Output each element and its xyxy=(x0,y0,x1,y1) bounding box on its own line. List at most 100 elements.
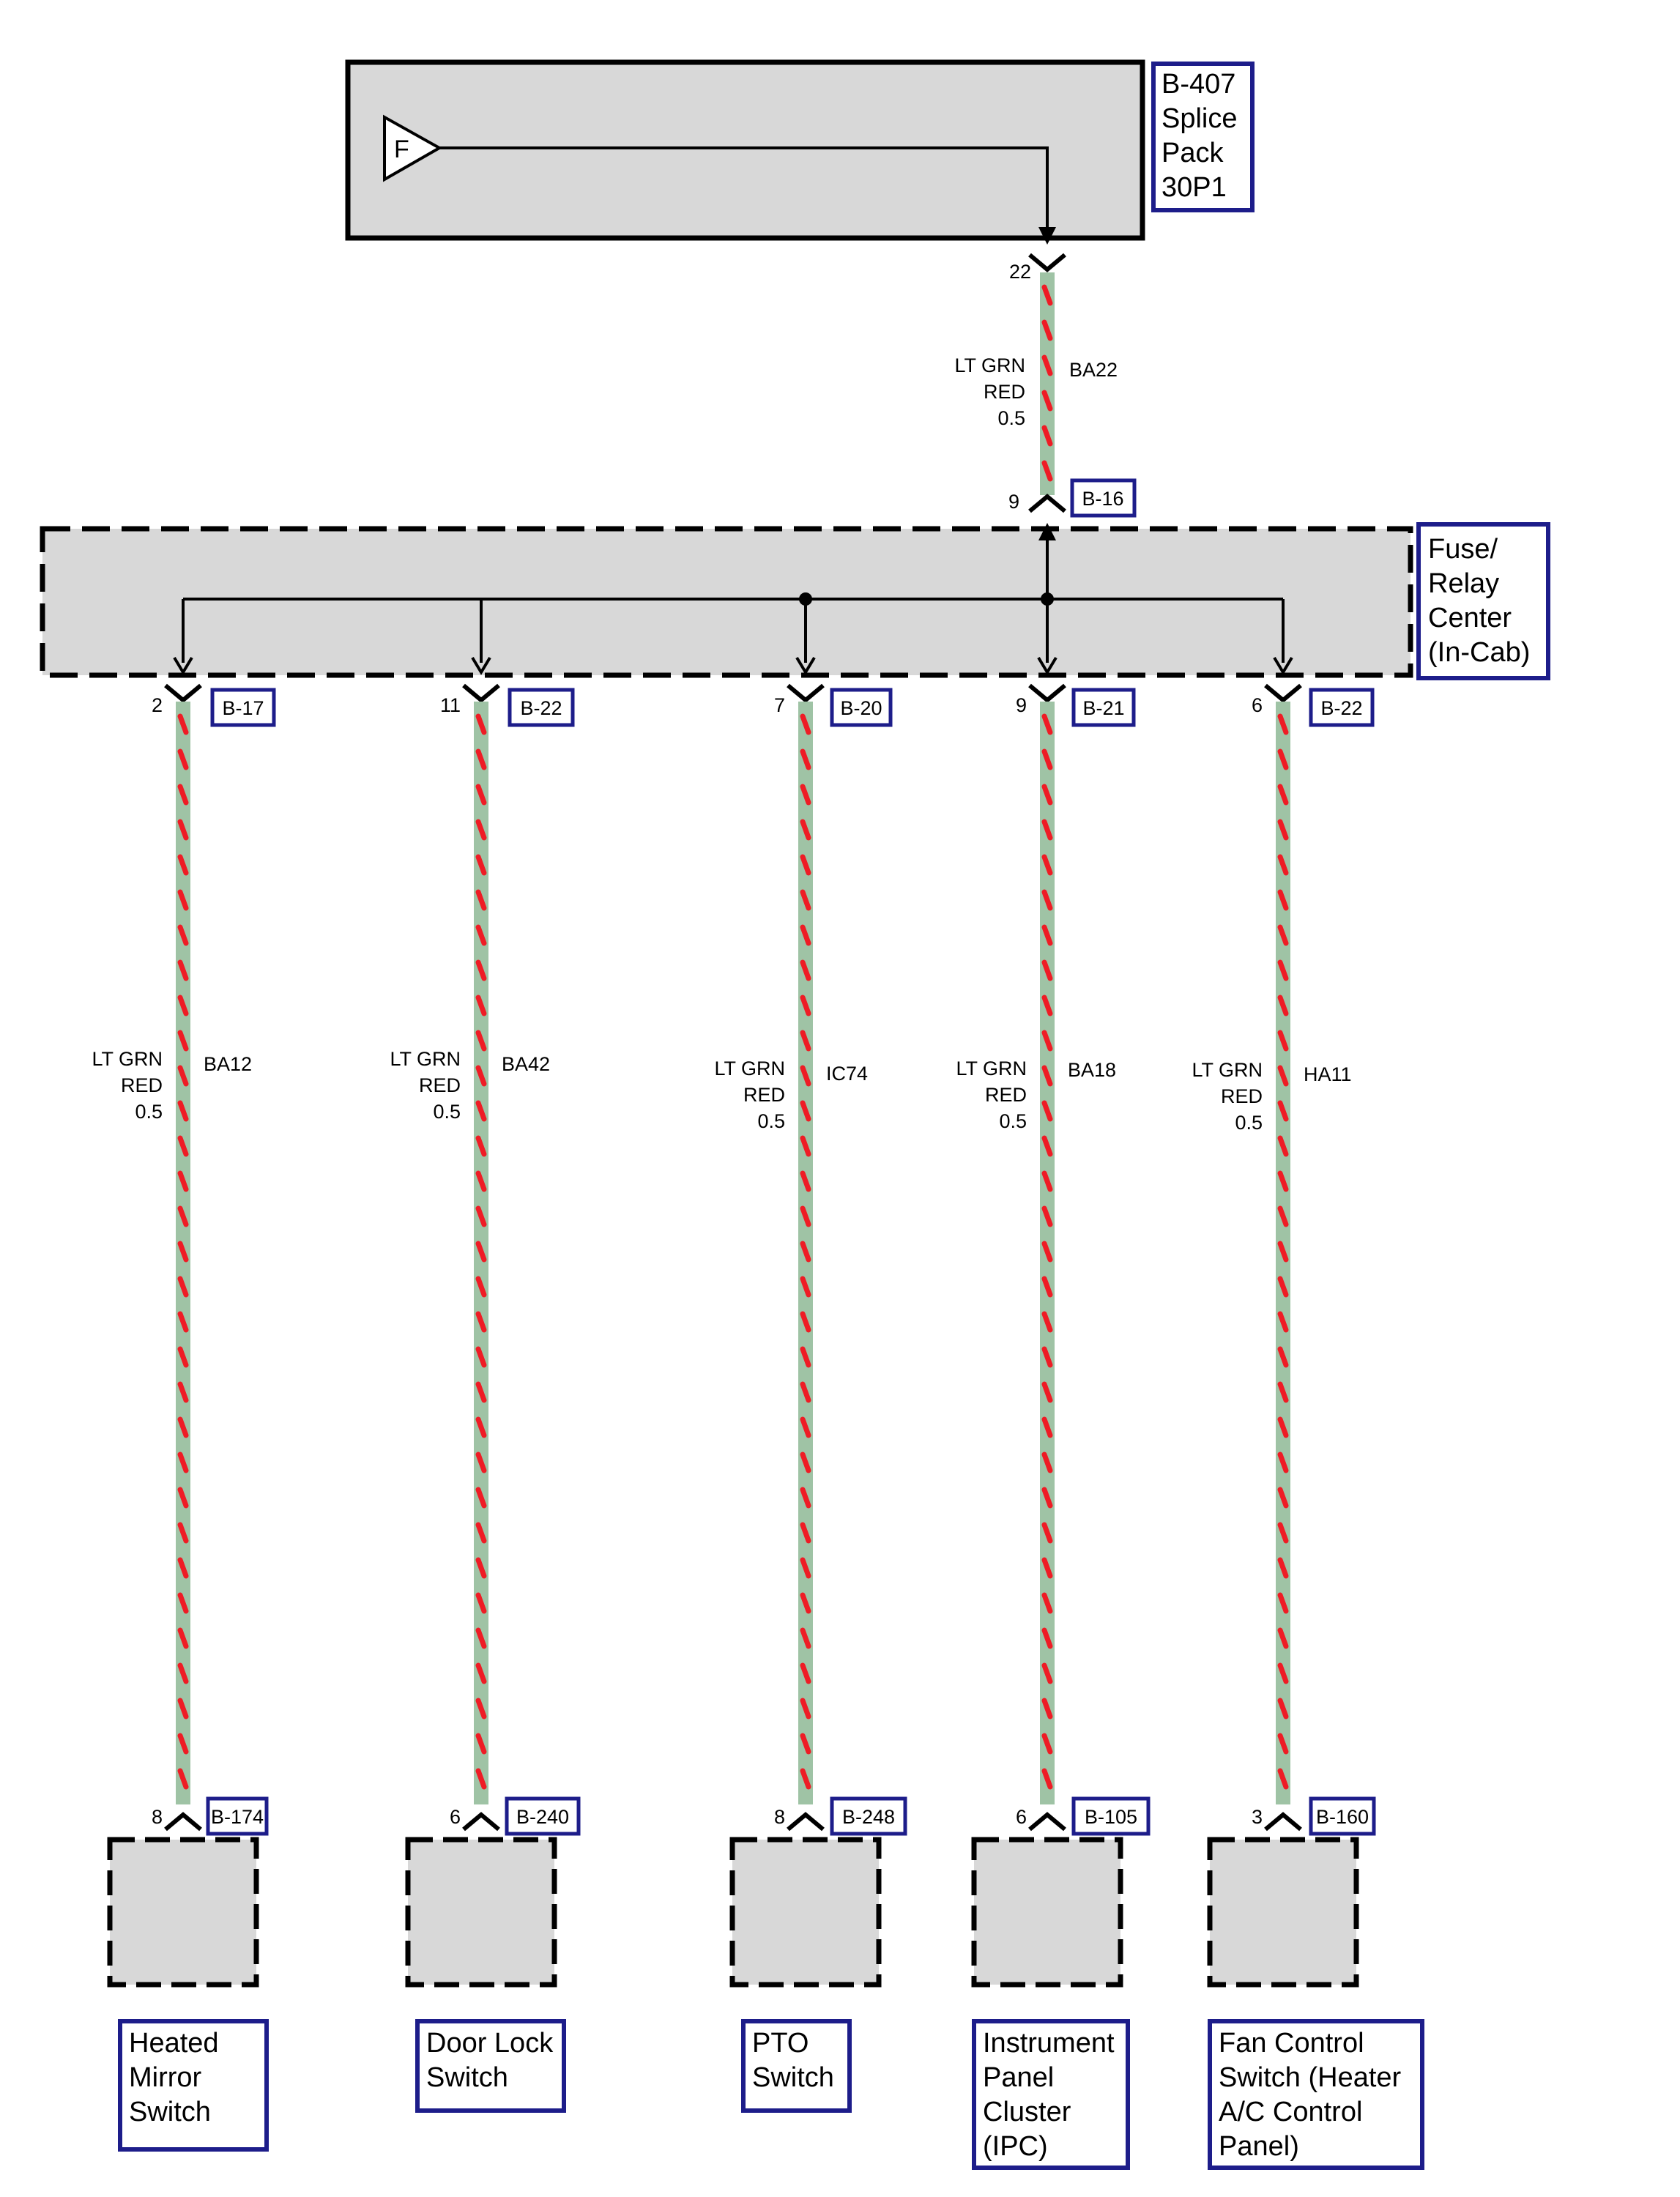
bottom-connector-label: B-160 xyxy=(1316,1806,1369,1828)
device-label-box xyxy=(118,2019,269,2152)
wire-stripe xyxy=(177,1135,189,1157)
wire-stripe xyxy=(475,819,487,841)
wire-stripe xyxy=(1041,1557,1053,1579)
connector-chevron-icon xyxy=(1028,1812,1066,1832)
wire-stripe xyxy=(1277,819,1289,841)
wire-stripe xyxy=(1277,854,1289,876)
bottom-connector-box xyxy=(830,1796,907,1836)
wire-stripe xyxy=(1277,1311,1289,1333)
device-label-line: Mirror xyxy=(129,2062,202,2093)
top-connector-box xyxy=(508,688,575,727)
bottom-connector-label: B-105 xyxy=(1085,1806,1137,1828)
wire-stripe xyxy=(1277,1346,1289,1368)
connector-chevron-icon xyxy=(1264,1812,1302,1832)
fuse-input-arrow-icon xyxy=(1038,523,1056,540)
wire-color-line1: LT GRN xyxy=(1192,1059,1263,1081)
wire-stripe xyxy=(1277,748,1289,770)
wire-stripe xyxy=(1041,1346,1053,1368)
bottom-connector-label: B-248 xyxy=(842,1806,895,1828)
wire-color-line1: LT GRN xyxy=(714,1057,785,1079)
wire-stripe xyxy=(475,1416,487,1438)
top-connector-label: B-17 xyxy=(222,697,264,719)
wire-stripe xyxy=(1277,1627,1289,1649)
wire-stripe xyxy=(177,889,189,911)
wire-stripe xyxy=(1041,1768,1053,1790)
top-pin-number: 11 xyxy=(440,694,461,716)
wire-circuit: BA18 xyxy=(1068,1059,1116,1081)
wire-stripe xyxy=(177,1416,189,1438)
wire-stripe xyxy=(475,784,487,806)
device-label-line: Panel xyxy=(983,2062,1054,2093)
wire-gauge: 0.5 xyxy=(757,1110,785,1132)
wire-stripe xyxy=(800,1768,811,1790)
bottom-connector-box xyxy=(1071,1796,1151,1836)
fuse-input-connector-label: B-16 xyxy=(1082,488,1123,510)
wire-stripe xyxy=(1041,1451,1053,1473)
wire-stripe xyxy=(177,1451,189,1473)
wire-stripe xyxy=(1041,1698,1053,1720)
fuse-input-connector-box xyxy=(1070,478,1137,518)
wire-stripe xyxy=(1277,1662,1289,1684)
arrow-down-icon xyxy=(795,656,816,675)
wire-stripe xyxy=(177,1592,189,1614)
wire-stripe xyxy=(1277,889,1289,911)
wire-stripe xyxy=(475,1381,487,1403)
connector-chevron-icon xyxy=(164,1812,202,1832)
top-connector-box xyxy=(210,688,276,727)
device-label-line: Switch xyxy=(752,2062,834,2093)
wire-circuit: BA12 xyxy=(204,1053,252,1075)
fuse-relay-box xyxy=(40,526,1413,678)
wire-stripe xyxy=(800,1381,811,1403)
fuse-input-pin-number: 9 xyxy=(1008,491,1019,513)
connector-chevron-icon xyxy=(462,683,500,703)
wire-stripe xyxy=(177,1698,189,1720)
wire-stripe xyxy=(800,784,811,806)
wire-stripe xyxy=(1041,854,1053,876)
wire-stripe xyxy=(800,1522,811,1544)
top-pin-number: 9 xyxy=(1016,694,1027,716)
wire-stripe xyxy=(177,1627,189,1649)
wire-stripe xyxy=(177,748,189,770)
wire-stripe xyxy=(1041,319,1053,341)
wire-stripe xyxy=(1277,1733,1289,1755)
top-pin-number: 6 xyxy=(1252,694,1263,716)
bottom-connector-box xyxy=(505,1796,581,1836)
wire-stripe xyxy=(1041,354,1053,376)
wire-color-line2: RED xyxy=(985,1084,1027,1106)
splice-pack-label-line2: Splice xyxy=(1161,103,1238,134)
wire-stripe xyxy=(475,1276,487,1298)
bottom-connector-label: B-240 xyxy=(516,1806,569,1828)
top-pin-number: 2 xyxy=(152,694,163,716)
top-wire-circuit: BA22 xyxy=(1069,359,1118,381)
wire-stripe xyxy=(475,924,487,946)
wire-stripe xyxy=(1041,1065,1053,1087)
bottom-connector-box xyxy=(1309,1796,1376,1836)
wire-stripe xyxy=(1041,1416,1053,1438)
wire-stripe xyxy=(475,1030,487,1052)
arrow-down-icon xyxy=(1273,656,1293,675)
wire-stripe xyxy=(1277,1451,1289,1473)
fuse-relay-label-line3: Center xyxy=(1428,603,1512,633)
wire-stripe xyxy=(475,995,487,1016)
wire-color-line2: RED xyxy=(743,1084,785,1106)
wire-stripe xyxy=(800,1065,811,1087)
connector-chevron-icon xyxy=(1264,683,1302,703)
wire-stripe xyxy=(1277,1100,1289,1122)
wire-stripe xyxy=(800,1627,811,1649)
wire-stripe xyxy=(1041,390,1053,412)
top-wire xyxy=(1040,272,1055,495)
connector-chevron-icon xyxy=(164,683,202,703)
wire-stripe xyxy=(1277,1557,1289,1579)
splice-pack-box xyxy=(345,59,1145,241)
wire-stripe xyxy=(800,995,811,1016)
wire-gauge: 0.5 xyxy=(1235,1112,1263,1134)
wire-stripe xyxy=(800,1487,811,1509)
wire-stripe xyxy=(475,889,487,911)
connector-chevron-icon xyxy=(1028,683,1066,703)
wire-stripe xyxy=(475,1557,487,1579)
device-label-box xyxy=(1208,2019,1424,2170)
wire-stripe xyxy=(177,959,189,981)
device-label-line: A/C Control xyxy=(1219,2097,1362,2127)
